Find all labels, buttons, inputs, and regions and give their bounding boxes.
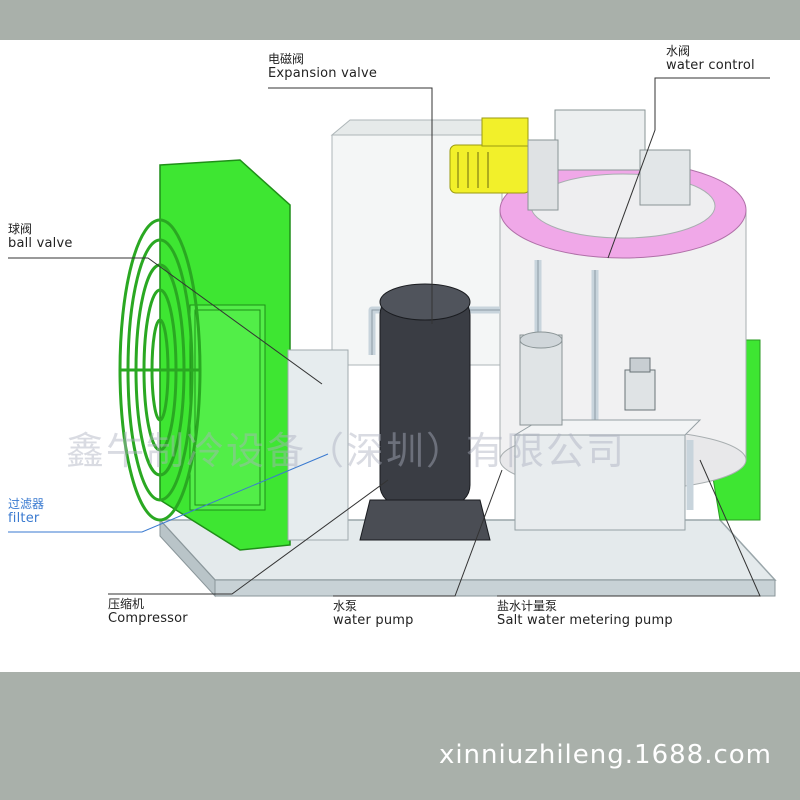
motor xyxy=(449,117,559,211)
diagram-canvas: 电磁阀 Expansion valve 水阀 water control 球阀 … xyxy=(0,40,800,672)
label-water-pump: 水泵 water pump xyxy=(333,599,414,629)
label-compressor-zh: 压缩机 xyxy=(108,597,145,611)
machine-illustration xyxy=(8,77,777,598)
water-control-box xyxy=(554,109,691,206)
label-filter-en: filter xyxy=(8,510,40,526)
salt-water-box xyxy=(513,331,702,531)
label-salt-water-pump-zh: 盐水计量泵 xyxy=(497,599,558,613)
label-water-control-zh: 水阀 xyxy=(666,44,691,58)
label-filter-zh: 过滤器 xyxy=(8,497,45,511)
label-water-control-en: water control xyxy=(666,57,755,73)
label-expansion-valve-zh: 电磁阀 xyxy=(268,52,305,66)
label-water-pump-zh: 水泵 xyxy=(333,599,358,613)
label-filter: 过滤器 filter xyxy=(8,497,45,527)
label-ball-valve: 球阀 ball valve xyxy=(8,222,73,252)
label-ball-valve-en: ball valve xyxy=(8,235,73,251)
compressor xyxy=(359,283,491,541)
label-expansion-valve-en: Expansion valve xyxy=(268,65,378,81)
footer-url: xinniuzhileng.1688.com xyxy=(438,740,772,770)
label-expansion-valve: 电磁阀 Expansion valve xyxy=(268,52,378,82)
leader-lines xyxy=(8,77,770,597)
metering-pump xyxy=(624,357,656,411)
condenser xyxy=(159,159,349,551)
label-salt-water-pump: 盐水计量泵 Salt water metering pump xyxy=(497,599,673,629)
label-water-pump-en: water pump xyxy=(333,612,414,628)
label-water-control: 水阀 water control xyxy=(666,44,755,74)
label-ball-valve-zh: 球阀 xyxy=(8,222,33,236)
watermark: 鑫牛制冷设备（深圳）有限公司 xyxy=(66,429,627,473)
fan-guard xyxy=(118,218,202,522)
label-salt-water-pump-en: Salt water metering pump xyxy=(497,612,673,628)
label-compressor-en: Compressor xyxy=(108,610,188,626)
filter-leader-line xyxy=(8,453,329,533)
label-compressor: 压缩机 Compressor xyxy=(108,597,188,627)
